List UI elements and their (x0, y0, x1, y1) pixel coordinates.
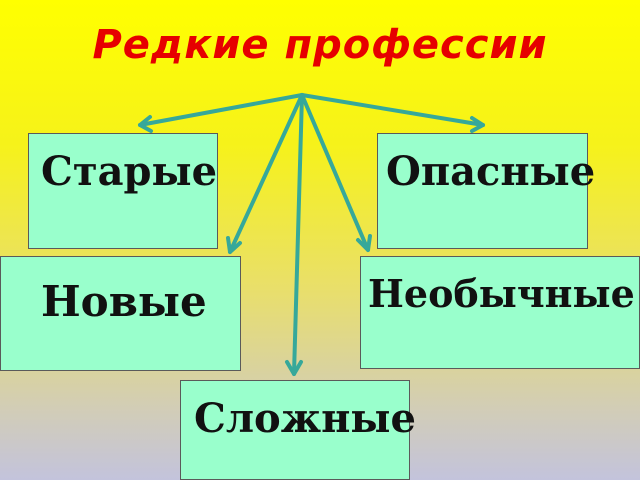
category-box-unusual: Необычные (360, 256, 640, 369)
arrow-to-unusual (300, 93, 370, 252)
category-label-complex: Сложные (194, 395, 416, 442)
category-box-dangerous: Опасные (377, 133, 595, 249)
arrowhead-new (226, 236, 242, 254)
category-label-new: Новые (41, 277, 207, 326)
category-box-new: Новые (0, 256, 241, 371)
arrow-to-new (228, 93, 304, 254)
arrowhead-old (138, 115, 153, 133)
category-box-complex: Сложные (180, 380, 416, 480)
category-label-old: Старые (41, 148, 218, 195)
arrow-to-dangerous (300, 93, 485, 127)
arrowhead-unusual (356, 234, 372, 252)
category-box-old: Старые (28, 133, 218, 249)
page-title: Редкие профессии (92, 22, 548, 68)
arrowhead-dangerous (470, 116, 485, 133)
arrowhead-complex (285, 360, 303, 376)
arrow-to-old (138, 93, 304, 127)
arrow-to-complex (292, 93, 304, 376)
category-label-unusual: Необычные (368, 271, 635, 316)
category-label-dangerous: Опасные (386, 148, 596, 195)
